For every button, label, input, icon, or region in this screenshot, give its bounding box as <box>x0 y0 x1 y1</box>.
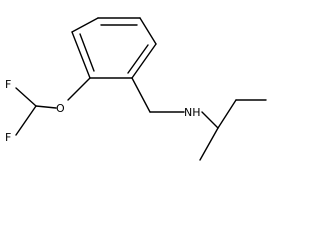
bond-cf2-to-f-bottom <box>15 105 37 136</box>
bond-cf2-to-f-top <box>15 87 37 107</box>
structure-canvas: F F O NH <box>5 17 267 161</box>
atom-label-amine: NH <box>184 106 201 119</box>
atom-label-fluorine-bottom: F <box>5 131 11 144</box>
ring-bond-bottom-left <box>71 31 91 79</box>
bond-oxygen-to-cf2 <box>35 105 57 109</box>
ring-bond-top-right <box>139 17 157 45</box>
bond-ch-to-ch2 <box>217 99 237 129</box>
molecule-structure: F F O NH <box>5 17 267 161</box>
ring-double-bond-right <box>127 44 149 74</box>
bond-ch-to-methyl <box>199 127 219 161</box>
atom-label-fluorine-top: F <box>5 78 11 91</box>
bond-ring-to-ch2 <box>131 77 151 113</box>
benzene-ring <box>71 17 157 79</box>
ring-bond-top-left <box>71 17 99 33</box>
bond-nh-to-ch <box>201 111 219 129</box>
ring-double-bond-left <box>79 33 95 72</box>
atom-label-oxygen: O <box>56 102 65 115</box>
bond-ring-to-oxygen <box>67 77 91 101</box>
ring-bond-bottom-right <box>131 43 157 79</box>
